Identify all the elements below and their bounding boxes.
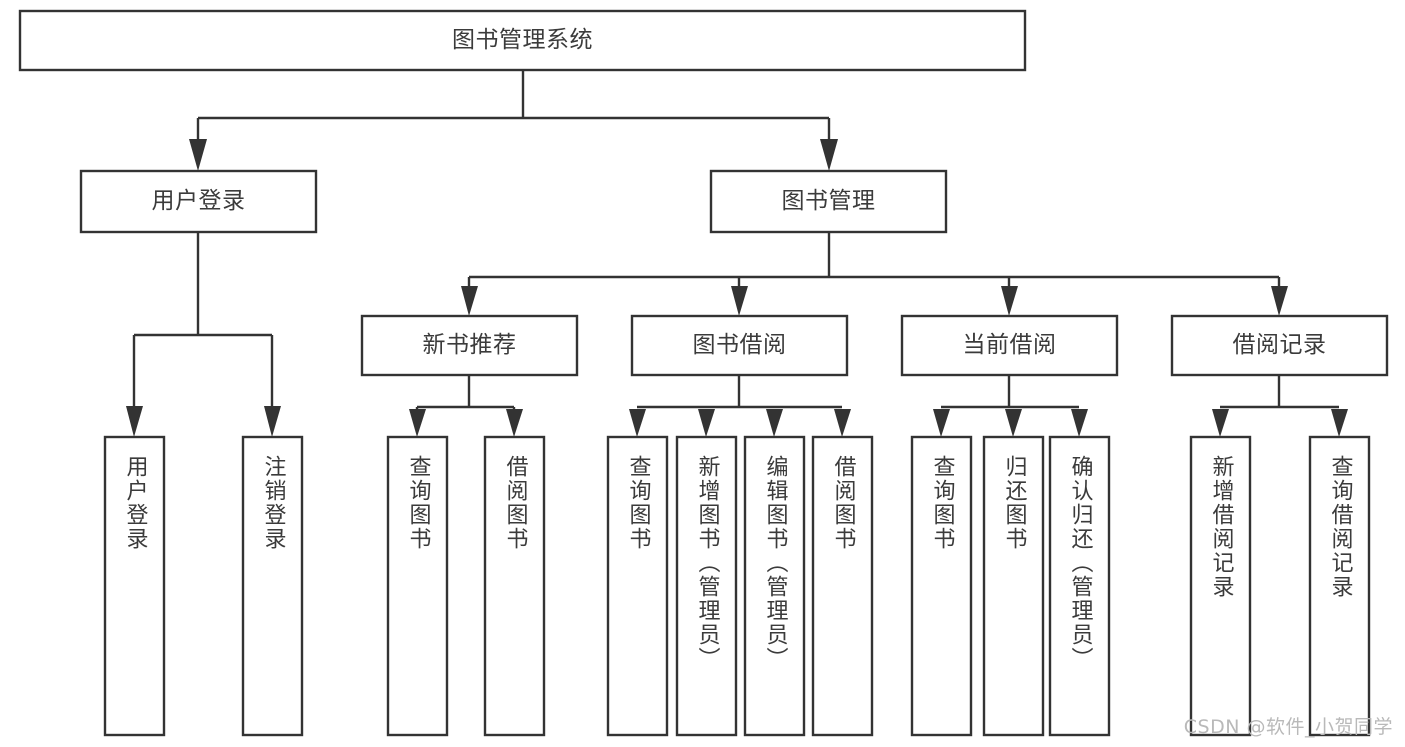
node-box-leaf-book-borrow-0[interactable] bbox=[606, 435, 669, 737]
arrowhead-leaf-book-borrow-3 bbox=[834, 409, 851, 437]
node-box-leaf-new-book-1[interactable] bbox=[483, 435, 546, 737]
node-box-new-book-recommend[interactable] bbox=[360, 314, 579, 377]
node-box-leaf-current-borrow-2[interactable] bbox=[1048, 435, 1111, 737]
arrowhead-leaf-current-borrow-1 bbox=[1005, 409, 1022, 437]
arrowhead-leaf-user-login-0 bbox=[126, 406, 143, 437]
node-box-leaf-user-login-0[interactable] bbox=[103, 435, 166, 737]
arrowhead-user-login bbox=[189, 139, 207, 171]
arrowhead-current-borrow bbox=[1001, 286, 1018, 316]
arrowhead-leaf-user-login-1 bbox=[264, 406, 281, 437]
node-box-leaf-new-book-0[interactable] bbox=[386, 435, 449, 737]
arrowhead-leaf-new-book-1 bbox=[506, 409, 523, 437]
arrowhead-new-book-recommend bbox=[461, 286, 478, 316]
node-box-leaf-current-borrow-0[interactable] bbox=[910, 435, 973, 737]
watermark-text: CSDN @软件_小贺同学 bbox=[1183, 716, 1393, 738]
node-box-current-borrow[interactable] bbox=[900, 314, 1119, 377]
node-box-leaf-current-borrow-1[interactable] bbox=[982, 435, 1045, 737]
arrowhead-borrow-record bbox=[1271, 286, 1288, 316]
arrowhead-leaf-borrow-record-0 bbox=[1212, 409, 1229, 437]
arrowhead-leaf-borrow-record-1 bbox=[1331, 409, 1348, 437]
node-box-leaf-book-borrow-2[interactable] bbox=[743, 435, 806, 737]
arrowhead-leaf-book-borrow-1 bbox=[698, 409, 715, 437]
arrowhead-leaf-book-borrow-2 bbox=[766, 409, 783, 437]
node-box-leaf-book-borrow-3[interactable] bbox=[811, 435, 874, 737]
node-box-book-management[interactable] bbox=[709, 169, 948, 234]
arrowhead-leaf-current-borrow-2 bbox=[1071, 409, 1088, 437]
arrowhead-book-borrow bbox=[731, 286, 748, 316]
arrowhead-leaf-new-book-0 bbox=[409, 409, 426, 437]
node-box-user-login[interactable] bbox=[79, 169, 318, 234]
arrowhead-leaf-current-borrow-0 bbox=[933, 409, 950, 437]
arrowhead-leaf-book-borrow-0 bbox=[629, 409, 646, 437]
node-box-leaf-borrow-record-0[interactable] bbox=[1189, 435, 1252, 737]
node-box-leaf-user-login-1[interactable] bbox=[241, 435, 304, 737]
node-box-leaf-borrow-record-1[interactable] bbox=[1308, 435, 1371, 737]
node-box-book-borrow[interactable] bbox=[630, 314, 849, 377]
arrowhead-book-management bbox=[820, 139, 838, 171]
node-box-root[interactable] bbox=[18, 9, 1027, 72]
node-box-borrow-record[interactable] bbox=[1170, 314, 1389, 377]
node-box-leaf-book-borrow-1[interactable] bbox=[675, 435, 738, 737]
